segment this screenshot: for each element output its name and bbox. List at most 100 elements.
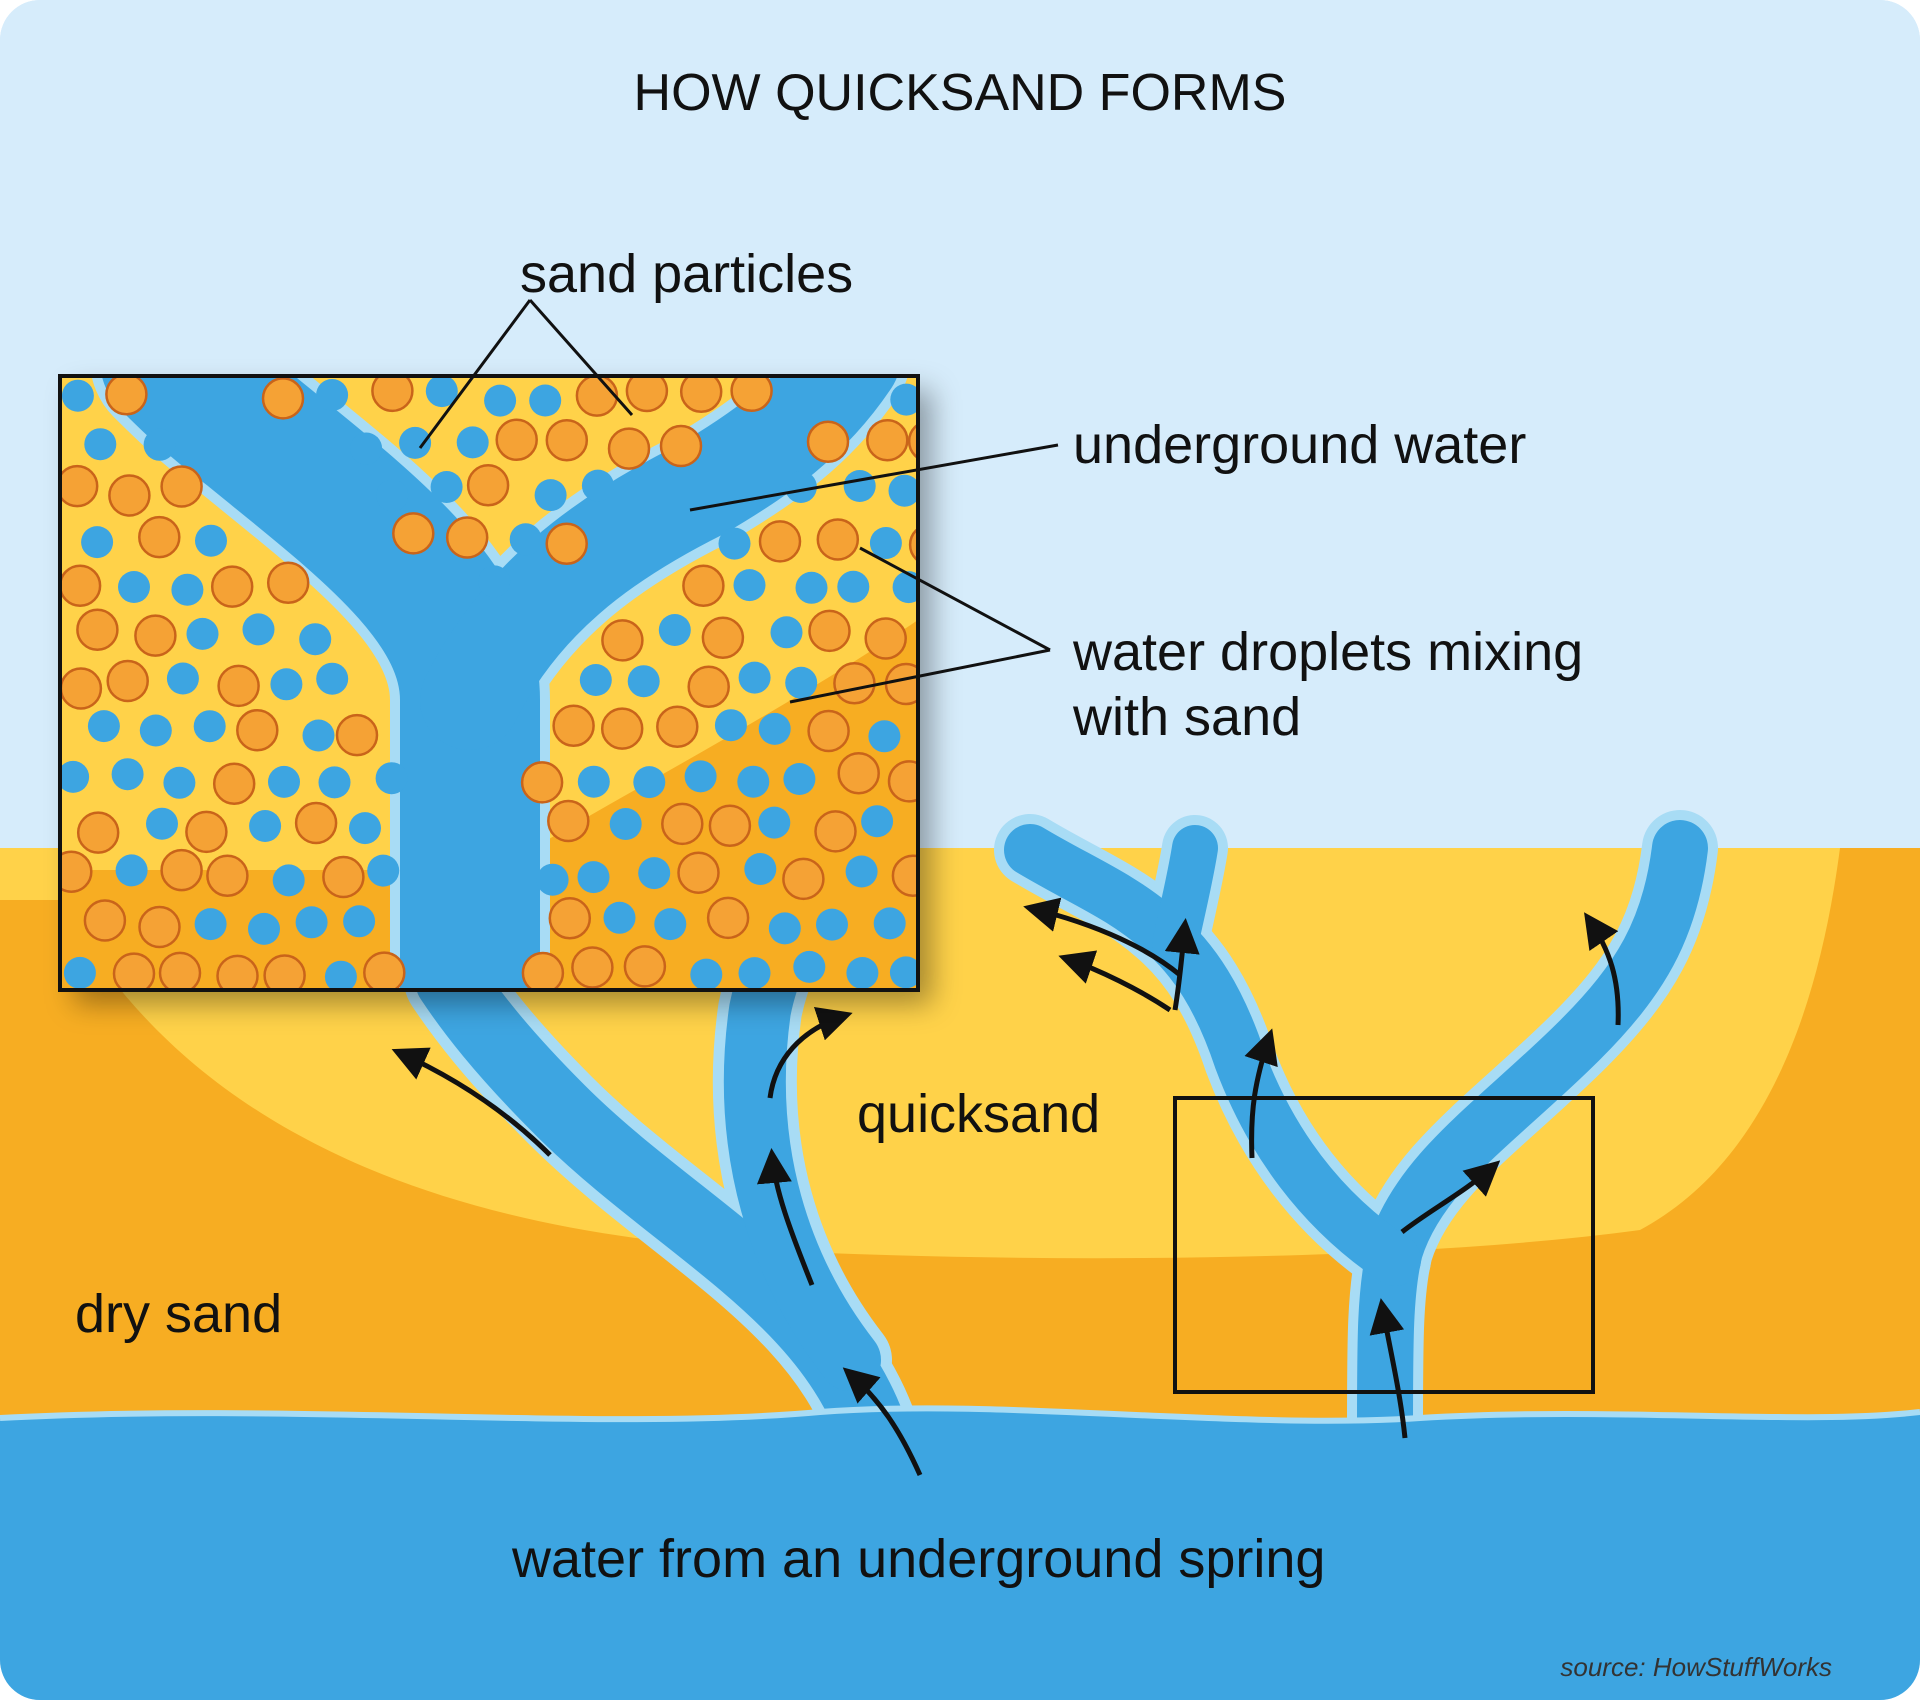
water-droplets-leader [789, 546, 1051, 704]
water-droplet [658, 614, 691, 646]
water-droplet [143, 428, 176, 461]
sand-particle [210, 565, 254, 608]
sand-particle [575, 376, 619, 417]
label-quicksand: quicksand [857, 1084, 1101, 1144]
sand-particle [552, 704, 595, 748]
water-droplet [84, 428, 117, 461]
sand-particle [571, 946, 614, 989]
water-droplet [783, 763, 816, 795]
sand-particle [706, 896, 750, 940]
water-droplet [529, 384, 562, 417]
sand-particle [677, 851, 720, 894]
sand-particle [495, 418, 538, 462]
water-droplet [478, 565, 511, 598]
sand-particle [833, 662, 876, 705]
diagram-title: HOW QUICKSAND FORMS [633, 64, 1287, 122]
flow-arrow [1584, 912, 1621, 1026]
water-droplet [627, 665, 660, 698]
water-droplet [87, 710, 120, 743]
water-droplet [163, 766, 196, 799]
sand-particle [687, 665, 730, 709]
inset-border [58, 374, 920, 992]
flow-arrow [1369, 1298, 1408, 1439]
sand-particle [335, 713, 379, 757]
water-droplet [171, 573, 204, 606]
water-droplet [118, 571, 150, 603]
water-droplet [316, 662, 349, 695]
water-droplet [318, 766, 351, 799]
sand-particle [623, 945, 667, 988]
water-droplet [456, 426, 489, 459]
water-droplet [784, 471, 817, 503]
water-droplet [793, 950, 826, 983]
label-water-droplets: water droplets mixing with sand [1073, 620, 1583, 750]
water-droplet [633, 766, 666, 799]
sand-particle [816, 518, 860, 561]
water-droplet [375, 762, 408, 795]
sand-particle [76, 608, 119, 651]
flow-arrow [1400, 1160, 1501, 1234]
sand-particle [60, 667, 103, 710]
water-droplet [868, 720, 901, 753]
flow-arrow [767, 1007, 853, 1099]
water-droplet [770, 616, 803, 649]
flow-arrow [756, 1148, 815, 1286]
water-droplet [350, 432, 383, 465]
water-droplet [738, 661, 771, 694]
sand-particle [261, 377, 305, 420]
water-droplet [837, 570, 870, 603]
water-droplet [581, 469, 614, 502]
water-droplet [111, 758, 144, 791]
sand-particle [185, 810, 228, 854]
sand-particle [806, 420, 850, 463]
water-droplet [399, 426, 432, 459]
water-droplet [603, 901, 636, 934]
flow-arrow [1244, 1028, 1278, 1159]
water-droplet [61, 379, 94, 412]
water-droplet [889, 956, 918, 989]
sand-particle [891, 854, 918, 897]
sand-particle [60, 850, 93, 893]
sand-particle [758, 520, 802, 563]
water-droplet [869, 527, 902, 559]
flow-arrow [391, 1047, 552, 1157]
water-droplet [324, 960, 357, 990]
sand-particle [548, 897, 592, 940]
water-droplet [654, 908, 687, 941]
sand-particle [105, 376, 148, 416]
sand-particle [814, 810, 857, 853]
water-droplet [579, 664, 612, 696]
water-droplet [816, 908, 848, 941]
water-droplet [845, 855, 878, 888]
sand-particle [730, 376, 773, 413]
spring-surface-edge [0, 1405, 1920, 1424]
water-droplet [376, 479, 409, 512]
water-droplet [430, 471, 463, 503]
water-droplet [733, 569, 766, 602]
water-droplet [268, 765, 300, 798]
water-droplet [81, 526, 114, 559]
water-droplet [484, 384, 517, 417]
water-droplet [718, 527, 751, 560]
water-droplet [186, 617, 219, 650]
water-droplet [146, 807, 178, 840]
sand-particle [708, 804, 752, 848]
water-droplet [195, 524, 227, 557]
sand-particle [887, 760, 918, 803]
water-droplet [425, 376, 458, 408]
flow-arrow [1023, 897, 1182, 977]
water-droplet [888, 474, 918, 507]
sand-particles-leader [418, 299, 634, 449]
water-droplet [60, 760, 90, 793]
magnified-inset-content [60, 376, 918, 990]
sand-particle [138, 905, 181, 949]
label-dry-sand: dry sand [75, 1284, 283, 1344]
sand-particle [363, 951, 406, 990]
label-water-droplets-line2: with sand [1073, 686, 1302, 747]
water-droplet [758, 806, 791, 839]
water-droplet [744, 853, 777, 885]
water-droplet [194, 908, 227, 941]
water-droplet [242, 613, 275, 646]
sand-particle [138, 515, 181, 559]
